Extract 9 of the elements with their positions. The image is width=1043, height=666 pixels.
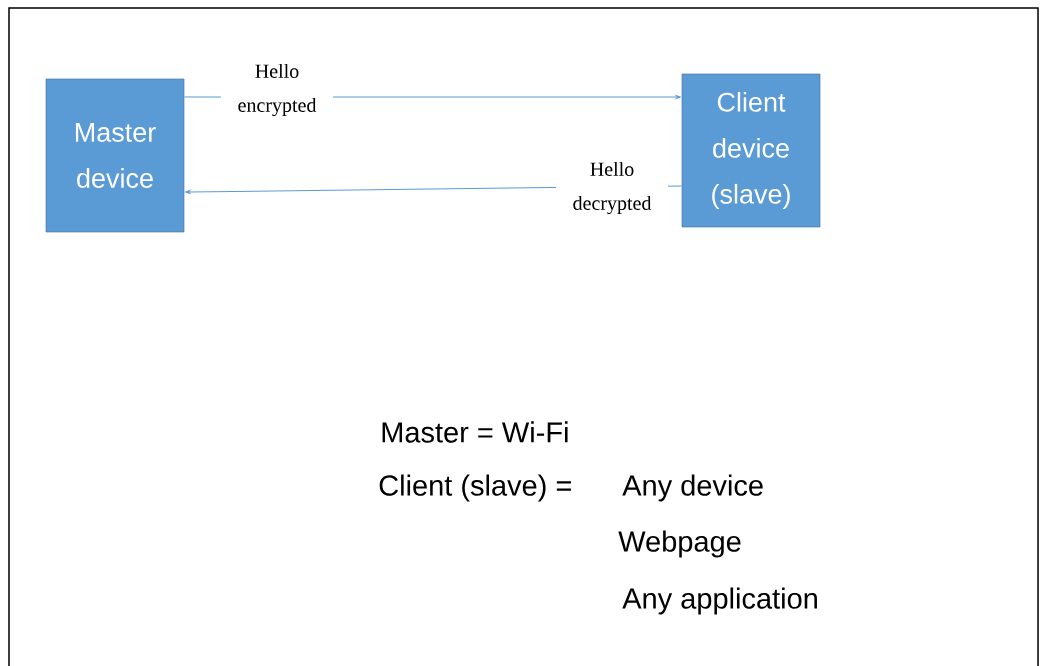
edge-label: Hello decrypted [556,160,668,216]
process-box: Master device [45,78,185,233]
note-text: Any device [622,474,763,502]
note-text: Webpage [618,530,741,558]
process-box: Client device (slave) [681,73,821,228]
note-text: Any application [622,587,817,615]
edge-label: Hello encrypted [221,62,333,118]
note-text: Client (slave) = [379,474,571,502]
note-text: Master = Wi-Fi [382,421,568,443]
